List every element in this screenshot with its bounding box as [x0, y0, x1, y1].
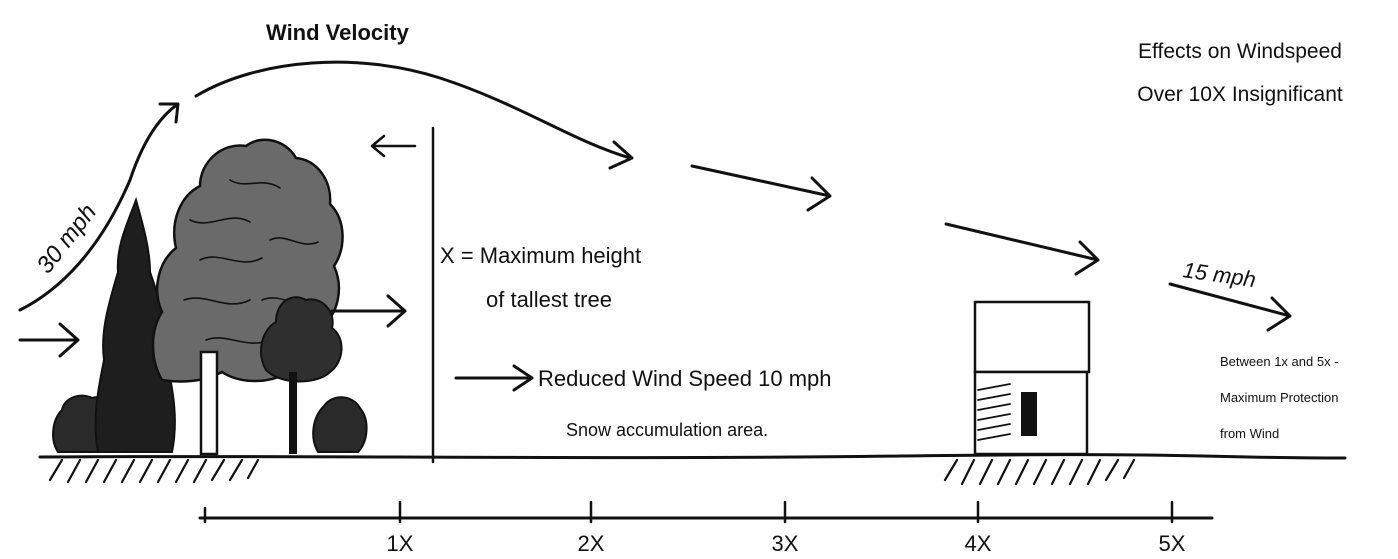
descending-wind-arrow-1	[690, 164, 832, 212]
x-definition-line2: of tallest tree	[486, 287, 612, 312]
scale-label-3x: 3X	[772, 531, 799, 556]
wind-velocity-label: Wind Velocity	[266, 20, 410, 45]
x-definition-line1: X = Maximum height	[440, 243, 641, 268]
protection-line1: Between 1x and 5x -	[1220, 354, 1339, 369]
speed-15-label: 15 mph	[1181, 257, 1257, 292]
scale-label-1x: 1X	[387, 531, 414, 556]
wind-velocity-arc	[194, 60, 634, 170]
reduced-speed-label: Reduced Wind Speed 10 mph	[538, 366, 832, 391]
incoming-wind-arrow	[18, 322, 80, 358]
canopy-pass-arrow	[330, 294, 407, 328]
broadleaf-trunk	[199, 350, 219, 456]
effects-title-line1: Effects on Windspeed	[1138, 40, 1342, 63]
scale-label-2x: 2X	[578, 531, 605, 556]
windbreak-trees	[52, 138, 368, 456]
house	[973, 300, 1091, 456]
protection-line2: Maximum Protection	[1220, 390, 1338, 405]
scale-tick-group: 1X 2X 3X 4X 5X	[203, 500, 1186, 556]
protection-line3: from Wind	[1220, 426, 1279, 441]
house-roof	[973, 300, 1091, 374]
house-wall-shading	[977, 383, 1011, 441]
shrub-right	[312, 396, 368, 453]
speed-30-label: 30 mph	[31, 199, 102, 279]
height-top-arrow	[370, 134, 417, 158]
descending-wind-arrow-2	[944, 222, 1100, 276]
crown-texture	[183, 179, 319, 344]
wind-arrows	[18, 60, 1292, 392]
reduced-wind-arrow	[454, 364, 534, 392]
scale-label-5x: 5X	[1159, 531, 1186, 556]
ground-hatching	[48, 458, 1136, 486]
small-tree-right	[260, 296, 343, 383]
ground-line	[38, 453, 1347, 460]
house-door	[1021, 392, 1037, 436]
exit-wind-arrow	[1168, 282, 1292, 332]
scale-label-4x: 4X	[965, 531, 992, 556]
effects-title-line2: Over 10X Insignificant	[1137, 83, 1343, 106]
snow-accumulation-label: Snow accumulation area.	[566, 420, 768, 440]
updraft-arrow	[18, 102, 180, 312]
small-tree-trunk	[289, 372, 297, 454]
